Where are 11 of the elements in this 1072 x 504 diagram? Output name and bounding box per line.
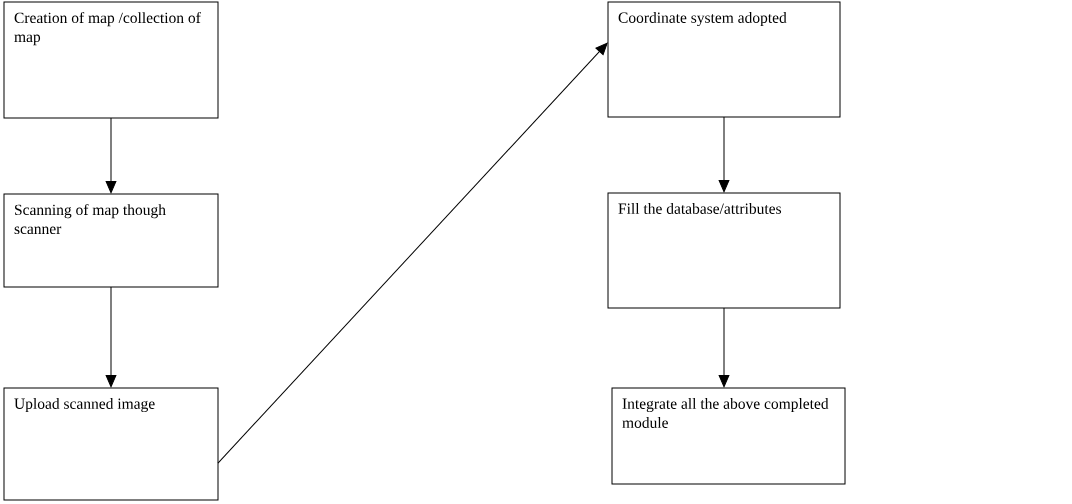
arrow [718, 307, 730, 388]
arrow [718, 116, 730, 193]
process-box: Coordinate system adopted [607, 1, 841, 118]
process-box: Scanning of map though scanner [3, 193, 219, 288]
arrow [105, 286, 117, 388]
process-box: Upload scanned image [3, 387, 219, 501]
arrow [105, 117, 117, 194]
process-box: Creation of map /collection of map [3, 1, 219, 119]
process-box: Fill the database/attributes [607, 192, 841, 309]
arrow [217, 42, 608, 464]
process-box: Integrate all the above completed module [611, 387, 846, 485]
